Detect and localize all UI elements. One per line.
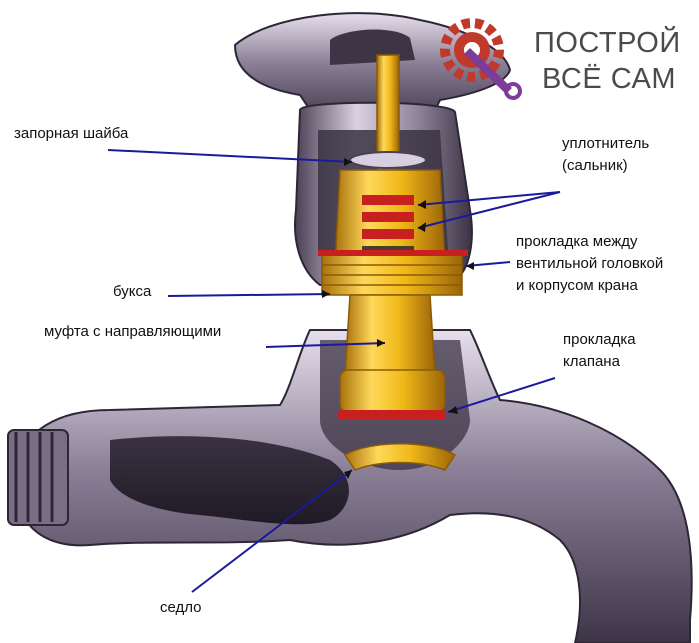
pointer-gland-1 bbox=[417, 191, 561, 206]
guide-sleeve bbox=[344, 294, 436, 376]
pointer-lines bbox=[107, 149, 561, 593]
brand-line-1: ПОСТРОЙ bbox=[534, 27, 681, 59]
lock-washer bbox=[349, 151, 427, 169]
pointer-lock-washer bbox=[107, 149, 353, 163]
label-gland-line-1: уплотнитель bbox=[562, 135, 650, 152]
head-gasket bbox=[318, 250, 468, 256]
pointer-bushing bbox=[167, 293, 331, 297]
pointer-seat bbox=[191, 469, 353, 593]
label-head-gasket-line-2: вентильной головкой bbox=[516, 255, 664, 272]
label-head-gasket-line-1: прокладка между bbox=[516, 233, 638, 250]
valve-gasket bbox=[338, 410, 446, 420]
label-seat: седло bbox=[160, 599, 202, 616]
brand-line-2: ВСЁ САМ bbox=[542, 63, 677, 95]
label-guide-sleeve: муфта с направляющими bbox=[44, 323, 222, 340]
threaded-inlet bbox=[7, 429, 69, 526]
handle bbox=[233, 12, 512, 127]
valve-body bbox=[339, 369, 446, 413]
pointer-valve-gasket bbox=[447, 377, 556, 413]
label-gland-line-2: (сальник) bbox=[562, 157, 628, 174]
pointer-guide-sleeve bbox=[265, 342, 386, 348]
flow-cavity bbox=[110, 436, 349, 525]
label-valve-gasket-line-2: клапана bbox=[563, 353, 620, 370]
label-head-gasket-line-3: и корпусом крана bbox=[516, 277, 638, 294]
label-valve-gasket-line-1: прокладка bbox=[563, 331, 636, 348]
label-bushing: букса bbox=[113, 283, 152, 300]
pointer-gland-2 bbox=[417, 191, 561, 229]
gear-wrench-icon bbox=[440, 18, 522, 100]
valve-seat bbox=[343, 443, 457, 471]
handle-cap bbox=[330, 29, 415, 66]
label-lock-washer: запорная шайба bbox=[14, 125, 129, 142]
pointer-arrowheads bbox=[322, 158, 474, 479]
